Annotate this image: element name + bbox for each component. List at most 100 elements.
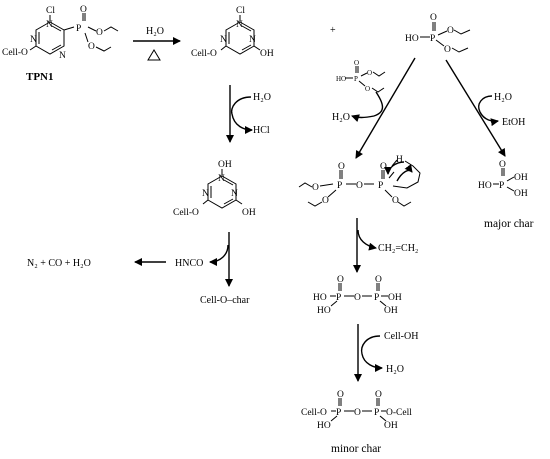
gas-products: N₂ + CO + H₂O (27, 258, 91, 269)
ht-n-right: N (249, 35, 256, 45)
reagent-h2o-mid: H₂O (253, 92, 271, 103)
tpn1-n-bottom: N (59, 51, 66, 61)
pe-o-a1: O (312, 183, 319, 193)
reagent-h2o-bottom: H₂O (386, 364, 404, 375)
reagent-etoh: EtOH (502, 117, 525, 128)
ht-cell-o: Cell-O (191, 49, 217, 59)
es-p: P (354, 75, 358, 83)
dt-n-right: N (231, 189, 238, 199)
ppa-oh-low: OH (384, 306, 398, 316)
pa-o-top: O (499, 160, 506, 170)
ethylene-out-curve (357, 229, 377, 251)
tpn1-n-left: N (30, 35, 37, 45)
pa-ho: HO (478, 181, 492, 191)
phosphoric-acid-molecule: O HO P OH OH major char (478, 160, 534, 230)
reagent-h2o-right: H₂O (494, 92, 512, 103)
cp-oh: OH (384, 421, 398, 431)
hydroxy-triazine-molecule: Cl N N N Cell-O OH (191, 6, 274, 59)
dp-o-top: O (430, 13, 437, 23)
dihydroxy-triazine-molecule: OH N N N Cell-O OH (173, 160, 256, 218)
es-o-top: O (354, 59, 359, 67)
h2o-left-out-curve (351, 114, 375, 123)
cp-p1: P (336, 408, 341, 418)
h2o-in-curve (230, 96, 252, 115)
pe-p2: P (378, 181, 383, 191)
plus-sign: + (330, 25, 336, 36)
tpn1-o-double: O (80, 5, 87, 15)
hcl-out-curve (231, 113, 253, 134)
cp-p2: P (374, 408, 379, 418)
dt-n-top: N (218, 174, 225, 184)
tpn1-p-atom: P (76, 24, 81, 34)
pe-o-bridge: O (356, 181, 363, 191)
ppa-o-top1: O (337, 275, 344, 285)
electron-push-arrow-1 (396, 164, 413, 182)
reagent-h2o-top: H₂O (146, 26, 164, 37)
cp-ho: HO (317, 421, 331, 431)
major-char-label: major char (484, 218, 534, 230)
dt-cell-o: Cell-O (173, 208, 199, 218)
tpn1-o-ester1: O (96, 28, 103, 38)
es-o1: O (367, 69, 372, 77)
pe-p1: P (337, 181, 342, 191)
pyrophosphate-ester-molecule: O O P O P O O O H O (298, 155, 421, 207)
dp-o1: O (447, 26, 454, 36)
ppa-ho-low: HO (317, 306, 331, 316)
cell-pyrophosphate-molecule: Cell-O HO P O P O-Cell OH O O minor char (301, 390, 412, 455)
ppa-o-top2: O (375, 275, 382, 285)
heat-triangle-icon (147, 49, 161, 61)
dt-oh: OH (242, 208, 256, 218)
cell-oh-in-curve (360, 335, 381, 355)
tpn1-n-top: N (46, 20, 53, 30)
pa-oh1: OH (514, 173, 528, 183)
cp-o-bridge: O (354, 408, 361, 418)
pyrophosphoric-acid-molecule: HO HO P O P OH OH O O (313, 275, 402, 316)
es-o2: O (365, 85, 370, 93)
condensation-arrow (355, 57, 416, 159)
cp-o-cell-right: O-Cell (386, 408, 412, 418)
cp-o-top2: O (375, 390, 382, 400)
ppa-ho-left: HO (313, 293, 327, 303)
h2o-bottom-out-curve (361, 353, 383, 372)
tpn1-label: TPN1 (26, 71, 54, 83)
reagent-h2o-left: H₂O (332, 112, 350, 123)
pa-oh2: OH (514, 189, 528, 199)
etoh-out-curve (479, 111, 499, 127)
ppa-o-bridge: O (354, 293, 361, 303)
hnco-release-curve (209, 244, 229, 266)
pe-o-top2: O (380, 162, 387, 172)
dp-p: P (430, 34, 435, 44)
tpn1-cl-atom: Cl (46, 6, 55, 16)
ht-oh: OH (260, 49, 274, 59)
h2o-right-in-curve (478, 95, 493, 113)
cp-cell-o-left: Cell-O (301, 408, 327, 418)
dt-n-left: N (202, 189, 209, 199)
ht-n-left: N (220, 35, 227, 45)
pe-h: H (396, 155, 403, 165)
cell-o-char: Cell-O–char (200, 295, 250, 306)
ppa-p1: P (336, 293, 341, 303)
electron-push-arrow-2 (384, 161, 405, 175)
reagent-ethylene: CH₂=CH₂ (378, 243, 418, 254)
ht-n-top: N (236, 20, 243, 30)
hydrolysis-right-arrow (445, 59, 506, 157)
tpn1-cell-o: Cell-O (2, 48, 28, 58)
diethyl-phosphite-molecule: O HO P O O (405, 13, 471, 55)
pa-p: P (499, 181, 504, 191)
ester-in-curve (373, 91, 384, 117)
ht-cl-atom: Cl (236, 6, 245, 16)
dp-o2: O (444, 45, 451, 55)
pe-o-b2: O (392, 196, 399, 206)
reagent-hnco: HNCO (175, 258, 203, 269)
ppa-p2: P (374, 293, 379, 303)
cp-o-top1: O (337, 390, 344, 400)
reagent-hcl: HCl (253, 125, 270, 136)
tpn1-molecule: Cl N N N Cell-O P O O O TPN1 (2, 5, 119, 83)
dt-oh-top: OH (218, 160, 232, 170)
pe-o-top1: O (338, 162, 345, 172)
ppa-oh-right: OH (388, 293, 402, 303)
reagent-cell-oh: Cell-OH (384, 331, 418, 342)
es-ho: HO (336, 75, 346, 83)
